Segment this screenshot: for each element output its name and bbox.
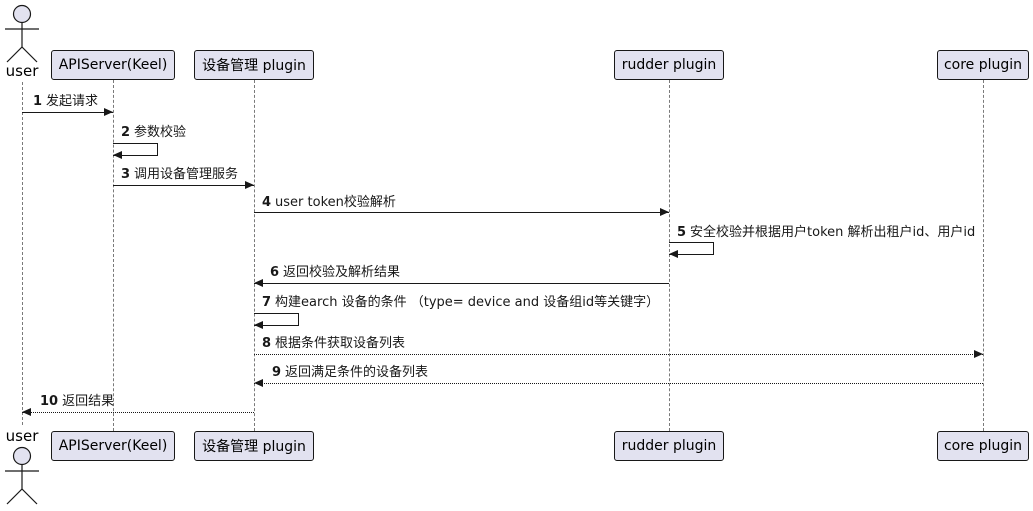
message-7-self-loop [254,313,299,326]
message-4-arrowhead-icon [660,208,669,216]
message-9-line [254,383,983,384]
participant-core-top: core plugin [937,50,1029,80]
participant-rudder-bottom: rudder plugin [614,431,724,461]
message-5-self-loop [669,242,714,255]
message-6-arrowhead-icon [254,279,263,287]
message-7-arrowhead-icon [254,321,263,329]
message-10-arrowhead-icon [22,408,31,416]
participant-device-mgmt-bottom: 设备管理 plugin [194,431,314,461]
message-2-self-loop [113,143,158,156]
actor-icon-top [5,4,39,63]
message-6-line [254,283,669,284]
message-8-arrowhead-icon [974,350,983,358]
message-2-arrowhead-icon [113,151,122,159]
message-1-line [22,112,113,113]
message-4-line [254,212,669,213]
lifeline-device-mgmt [254,80,255,431]
message-5-arrowhead-icon [669,250,678,258]
participant-apiserver-bottom: APIServer(Keel) [51,431,175,461]
lifeline-apiserver [113,80,114,431]
participant-core-bottom: core plugin [937,431,1029,461]
message-3-arrowhead-icon [245,181,254,189]
message-3-line [113,185,254,186]
participant-rudder-top: rudder plugin [614,50,724,80]
actor-label-bottom: user [5,427,39,445]
actor-icon-bottom [5,446,39,505]
participant-device-mgmt-top: 设备管理 plugin [194,50,314,80]
lifeline-user [22,82,23,425]
participant-apiserver-top: APIServer(Keel) [51,50,175,80]
message-10-line [22,412,254,413]
message-1-arrowhead-icon [104,108,113,116]
actor-label-top: user [5,62,39,80]
message-9-arrowhead-icon [254,379,263,387]
lifeline-core [983,80,984,431]
message-8-line [254,354,983,355]
